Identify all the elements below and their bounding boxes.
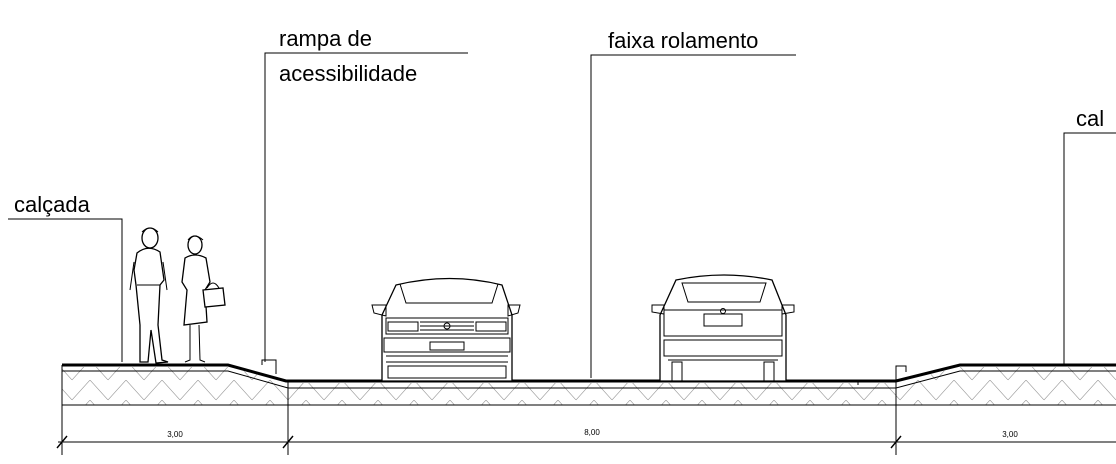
- label-calcada-left: calçada: [14, 192, 91, 217]
- dimension-middle: 8,00: [584, 428, 600, 437]
- pedestrian-woman-figure: [181, 235, 226, 363]
- label-rampa-line2: acessibilidade: [279, 61, 417, 86]
- label-calcada-right: cal: [1076, 106, 1104, 131]
- pedestrian-man-figure: [129, 227, 169, 364]
- leader-lines: [8, 52, 1116, 378]
- car-front-figure: [371, 277, 521, 382]
- label-rampa-line1: rampa de: [279, 26, 372, 51]
- ground-section: [61, 359, 1116, 406]
- dimension-left: 3,00: [167, 430, 183, 439]
- car-rear-figure: [651, 274, 795, 382]
- label-faixa-rolamento: faixa rolamento: [608, 28, 758, 53]
- dimension-lines: [56, 405, 1116, 455]
- dimension-right: 3,00: [1002, 430, 1018, 439]
